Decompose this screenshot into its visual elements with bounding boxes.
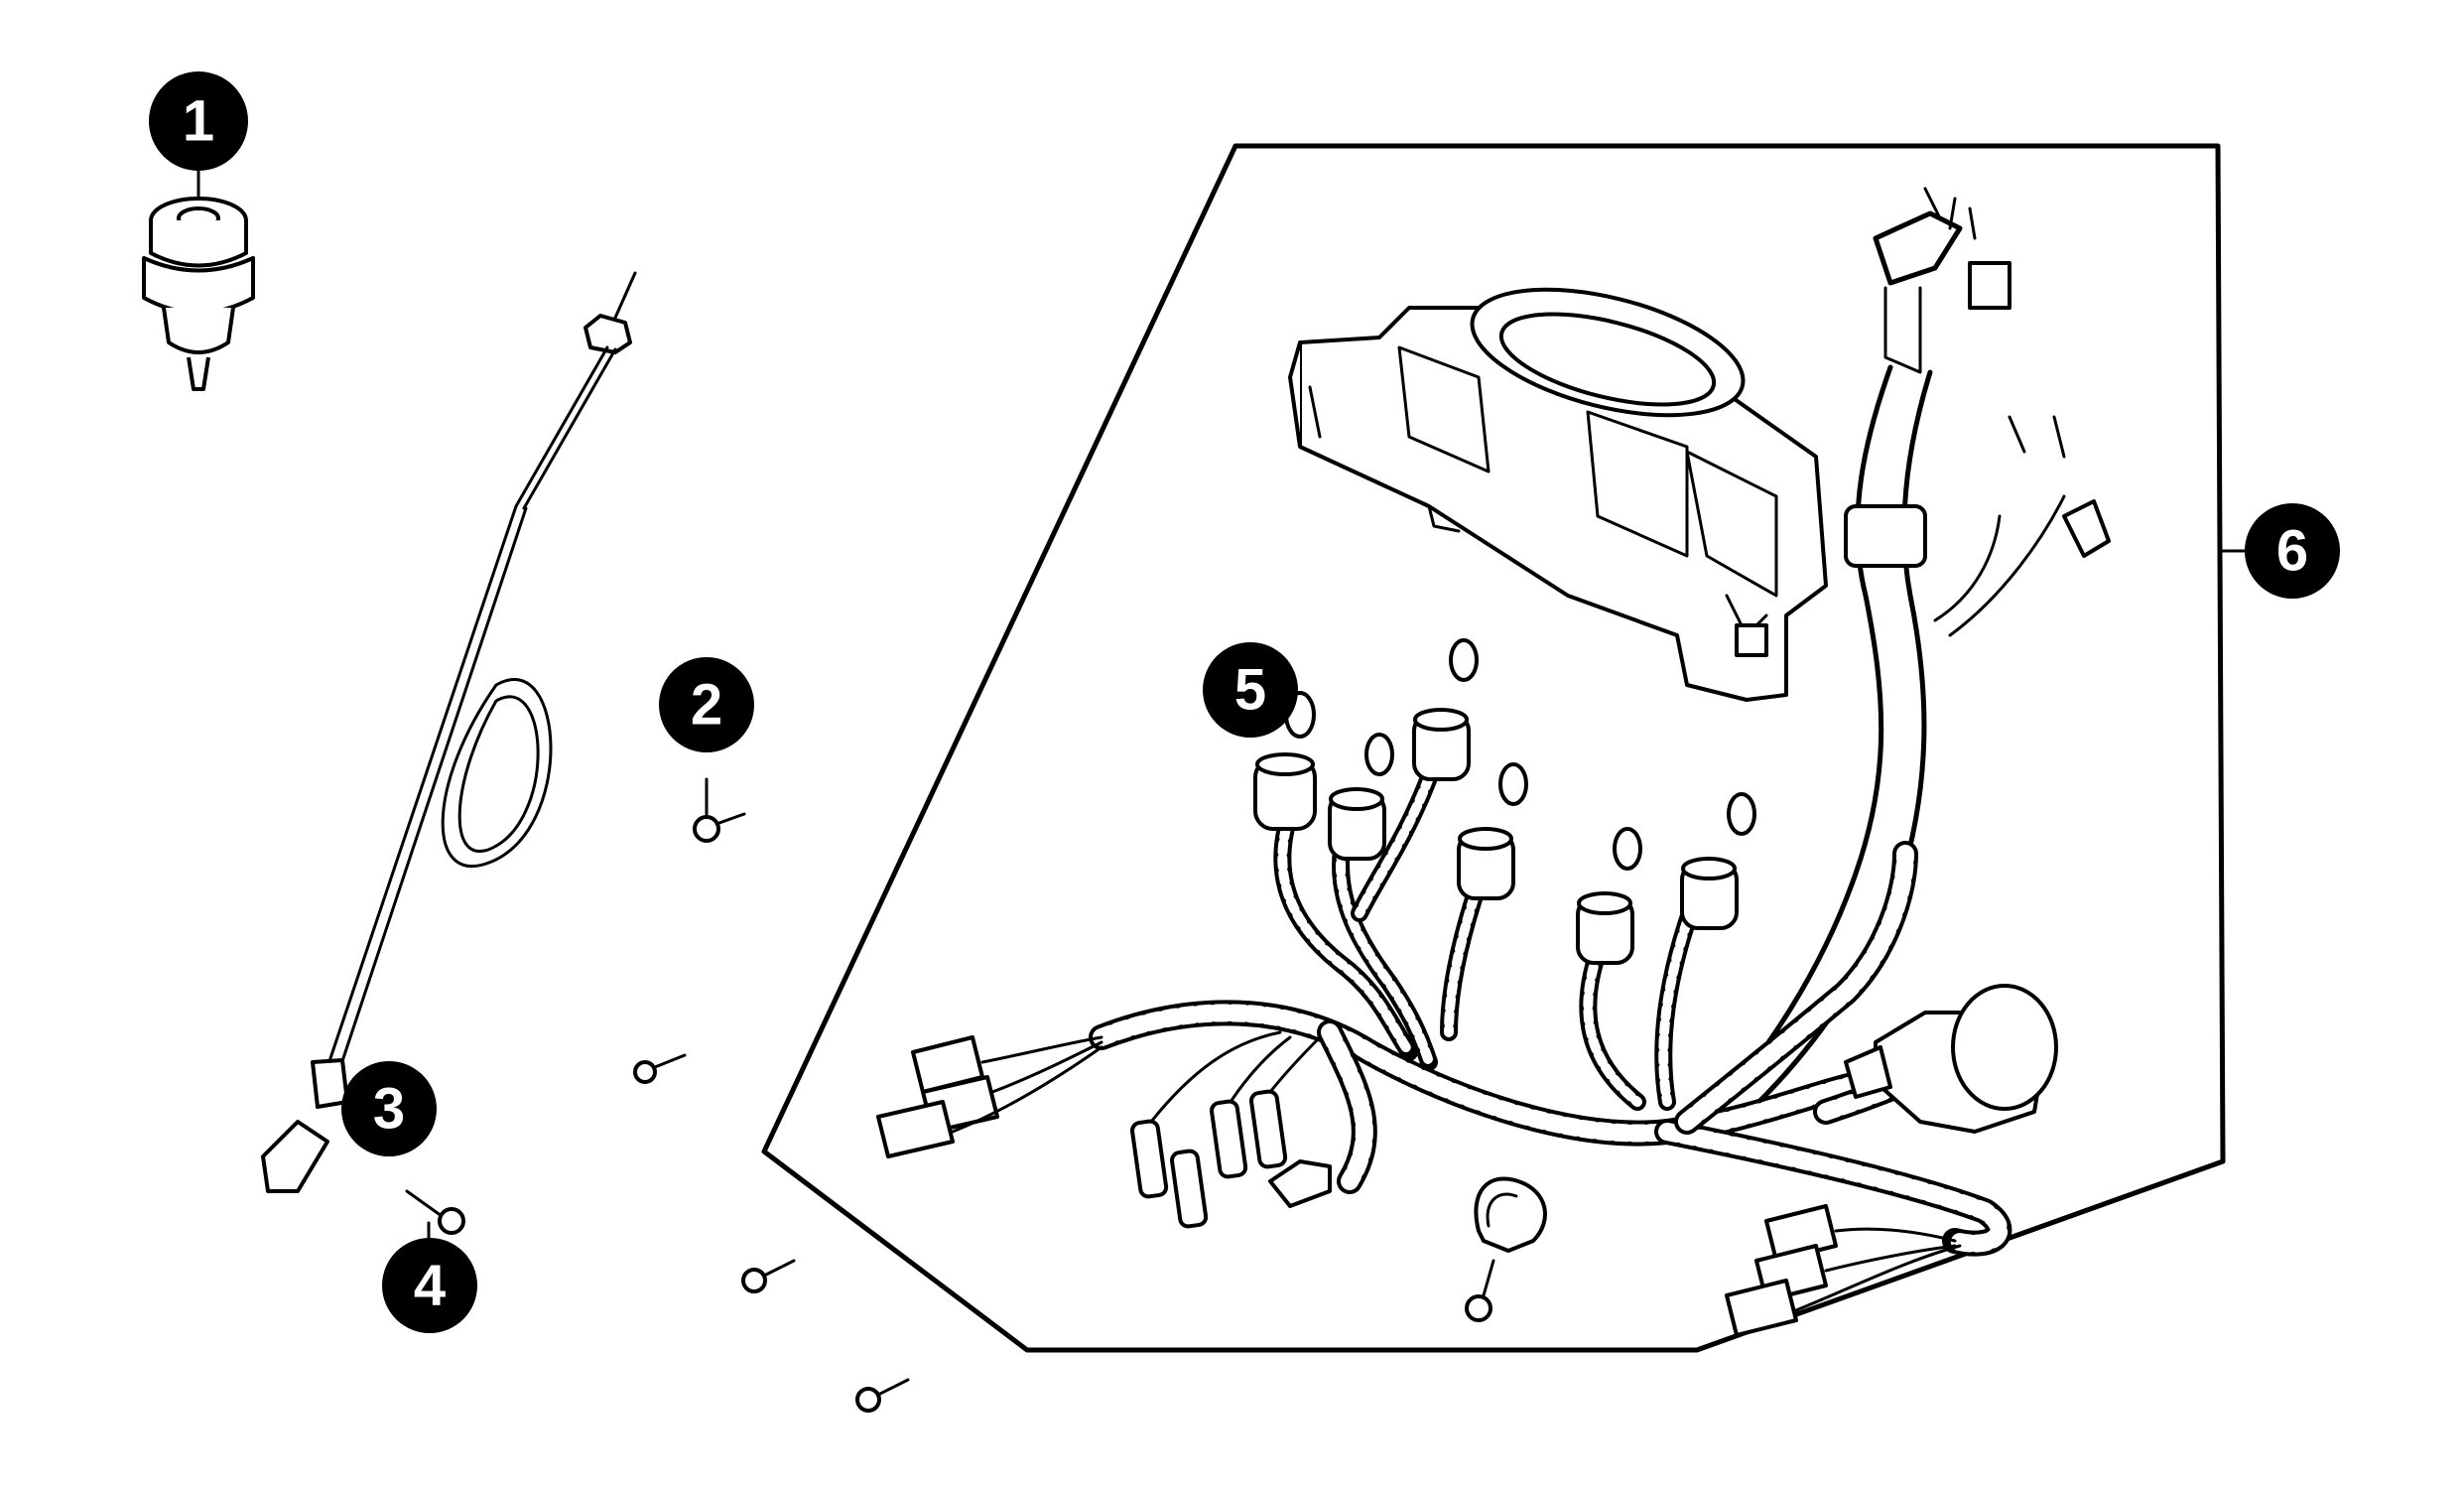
loose-screws: [633, 1053, 1495, 1413]
main-harness-trunk: [1704, 187, 2111, 1135]
screw-part-2: [693, 777, 746, 843]
bulb-socket-wires: [1273, 755, 1706, 1111]
wrapped-harness: [1089, 841, 2012, 1257]
callout-6: 6: [2245, 503, 2340, 599]
callout-5-label: 5: [1234, 658, 1266, 723]
screw-part-4: [405, 1189, 465, 1248]
ignition-switch-part: [142, 152, 255, 391]
harness-connectors: [876, 1035, 1962, 1337]
callout-3-label: 3: [373, 1077, 405, 1142]
condenser-part: [1844, 984, 2058, 1134]
terminal-pins: [1130, 1030, 1332, 1229]
callout-1: 1: [149, 71, 248, 171]
instrument-cluster-part: [1288, 287, 1828, 702]
assembly-boundary: [761, 143, 2226, 1353]
speedometer-cable-part: [261, 271, 637, 1193]
callout-5: 5: [1203, 642, 1298, 738]
callout-2-label: 2: [691, 673, 722, 738]
p-clip-part: [1474, 1176, 1547, 1253]
callout-6-label: 6: [2276, 519, 2308, 584]
callout-1-label: 1: [183, 89, 214, 154]
callout-4: 4: [382, 1238, 477, 1333]
callout-4-label: 4: [414, 1254, 446, 1318]
callout-3: 3: [341, 1061, 437, 1156]
bulb-sockets: [1253, 708, 1739, 965]
callout-2: 2: [659, 657, 754, 752]
